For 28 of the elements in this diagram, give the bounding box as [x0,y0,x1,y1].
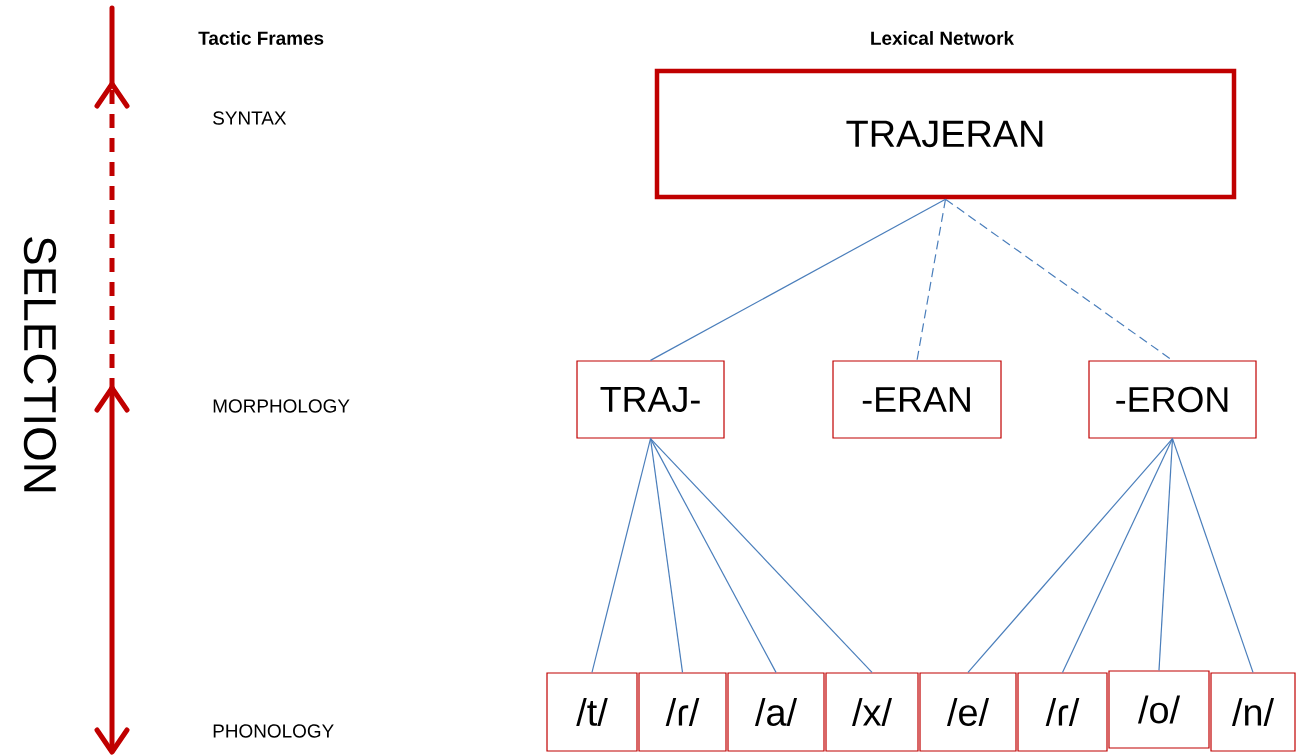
level-label: SYNTAX [213,111,287,125]
morpheme-box: TRAJ- [576,360,725,439]
column-heading: Lexical Network [871,31,1015,45]
phoneme-box: /ɾ/ [1017,672,1108,752]
morpheme-box: -ERAN [832,360,1002,439]
phoneme-box: /e/ [919,672,1017,752]
connector-line [649,438,777,673]
phoneme-box: /x/ [825,672,919,752]
phoneme-box: /ɾ/ [638,672,727,752]
connector-line [916,198,947,361]
level-label: PHONOLOGY [213,724,334,738]
connector-line [967,438,1174,673]
axis-title: SELECTION [23,237,57,492]
root-word-box: TRAJERAN [654,68,1237,200]
connector-line [649,198,947,361]
phoneme-box: /n/ [1210,672,1296,752]
level-label: MORPHOLOGY [213,399,350,413]
phoneme-box: /a/ [727,672,825,752]
connector-line [591,438,652,673]
column-heading: Tactic Frames [198,31,324,45]
connector-line [1158,438,1174,671]
phoneme-box: /o/ [1108,670,1210,749]
connector-line [649,438,684,673]
connector-line [1061,438,1174,673]
connector-line [1171,438,1254,673]
connector-line [649,438,873,673]
phoneme-box: /t/ [546,672,638,752]
morpheme-box: -ERON [1088,360,1257,439]
